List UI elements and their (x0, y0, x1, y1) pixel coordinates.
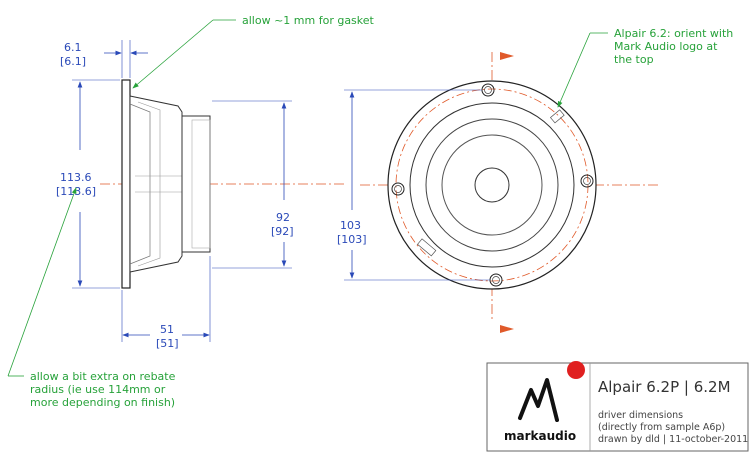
logo-dot-icon (567, 361, 585, 379)
dim-depth-alt: [51] (156, 337, 179, 350)
title-line-3: drawn by dld | 11-october-2011 (598, 434, 748, 445)
dim-flange-value: 6.1 (64, 41, 82, 54)
dim-holes-value: 103 (340, 219, 361, 232)
title-line-1: driver dimensions (598, 410, 683, 421)
note-rebate-line-2: radius (ie use 114mm or (30, 383, 166, 396)
centerline-arrow-bottom (500, 325, 514, 333)
note-gasket: allow ~1 mm for gasket (242, 14, 375, 27)
title-line-2: (directly from sample A6p) (598, 422, 725, 433)
mount-hole-right-icon (580, 174, 594, 188)
brand-name: markaudio (504, 429, 576, 443)
note-orient-line-1: Alpair 6.2: orient with (614, 27, 733, 40)
flange (121, 79, 131, 289)
dim-depth-value: 51 (160, 323, 174, 336)
dim-frame-alt: [113.6] (56, 185, 96, 198)
annotations: allow ~1 mm for gasket Alpair 6.2: orien… (7, 14, 733, 409)
markaudio-logo-icon (518, 378, 559, 422)
note-orient-line-2: Mark Audio logo at (614, 40, 718, 53)
title-block-frame (486, 362, 749, 452)
dim-flange-alt: [6.1] (60, 55, 86, 68)
note-rebate-line-3: more depending on finish) (30, 396, 175, 409)
mount-holes (391, 83, 594, 287)
magnet (181, 115, 211, 253)
surround-inner (425, 118, 559, 252)
dim-holes-alt: [103] (337, 233, 367, 246)
surround-outer (409, 102, 575, 268)
dim-magnet-value: 92 (276, 211, 290, 224)
logo-marker-top-icon (549, 109, 565, 124)
title-block: markaudio Alpair 6.2P | 6.2M driver dime… (486, 361, 749, 452)
centerline-arrow-top (500, 52, 514, 60)
dim-frame-value: 113.6 (60, 171, 92, 184)
mount-hole-left-icon (391, 182, 405, 196)
basket (129, 95, 183, 273)
note-orient-line-3: the top (614, 53, 654, 66)
front-view: 103 [103] (337, 52, 660, 333)
logo-marker-bottom-icon (417, 238, 437, 257)
outer-frame (387, 80, 597, 290)
dim-magnet-alt: [92] (271, 225, 294, 238)
note-rebate-line-1: allow a bit extra on rebate (30, 370, 176, 383)
model-title: Alpair 6.2P | 6.2M (598, 378, 731, 396)
cone-ring (441, 134, 543, 236)
side-view: 6.1 [6.1] 113.6 [113.6] 92 [92] 51 [51] (56, 40, 345, 350)
dust-cap (474, 167, 510, 203)
bolt-circle (395, 88, 589, 282)
